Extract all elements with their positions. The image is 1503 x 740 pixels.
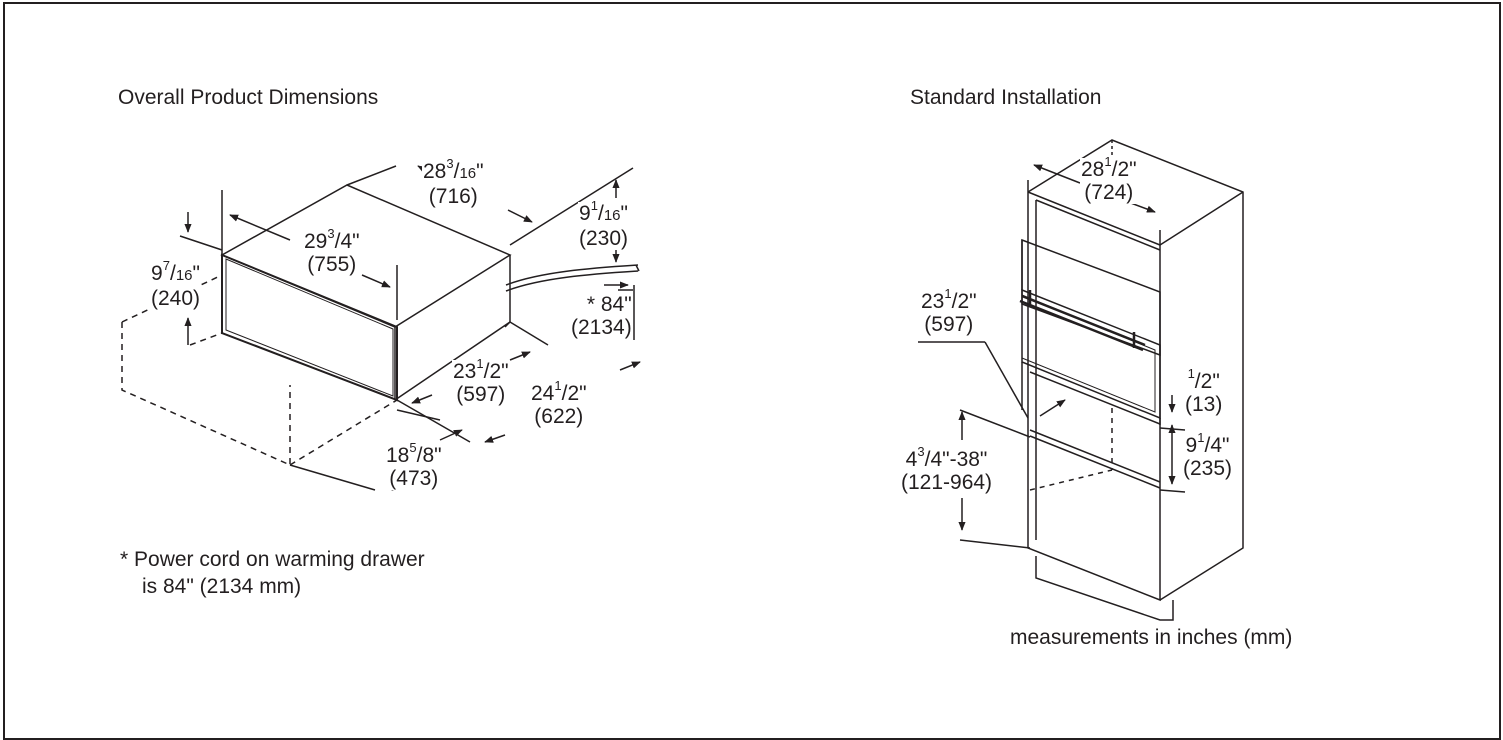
right-title: Standard Installation — [910, 86, 1102, 109]
dim-cabinet-width: 281/2" (724) — [1080, 154, 1138, 204]
note-line-2: is 84" (2134 mm) — [142, 575, 302, 598]
dim-opening-height: 91/4" (235) — [1182, 430, 1234, 480]
oven-handle — [1019, 290, 1146, 352]
dim-top-depth: 283/16" (716) — [422, 156, 485, 208]
dim-extension: 185/8" (473) — [385, 440, 443, 490]
dim-width: 293/4" (755) — [303, 226, 361, 276]
measurement-caption: measurements in inches (mm) — [1010, 626, 1293, 649]
installation-drawing — [918, 139, 1244, 621]
warming-drawer-drawing — [121, 165, 641, 491]
dim-gap: 1/2" (13) — [1184, 366, 1224, 416]
left-title: Overall Product Dimensions — [118, 86, 379, 109]
dim-cord-length: * 84" (2134) — [570, 293, 633, 339]
power-cord-note: * Power cord on warming drawer is 84" (2… — [120, 546, 425, 600]
oven-units — [1021, 238, 1161, 425]
dim-install-depth: 231/2" (597) — [920, 286, 978, 336]
power-cord — [505, 264, 639, 292]
dim-depth-2: 241/2" (622) — [530, 378, 588, 428]
dim-depth-1: 231/2" (597) — [452, 356, 510, 406]
page-border — [3, 2, 1501, 740]
dim-height: 97/16" (240) — [150, 258, 202, 310]
note-line-1: * Power cord on warming drawer — [120, 548, 425, 571]
dim-floor-range: 43/4"-38" (121-964) — [900, 444, 994, 494]
dim-cord-height: 91/16" (230) — [578, 198, 630, 250]
cabinet-outline — [1027, 139, 1244, 621]
drawer-opening — [1029, 371, 1161, 491]
